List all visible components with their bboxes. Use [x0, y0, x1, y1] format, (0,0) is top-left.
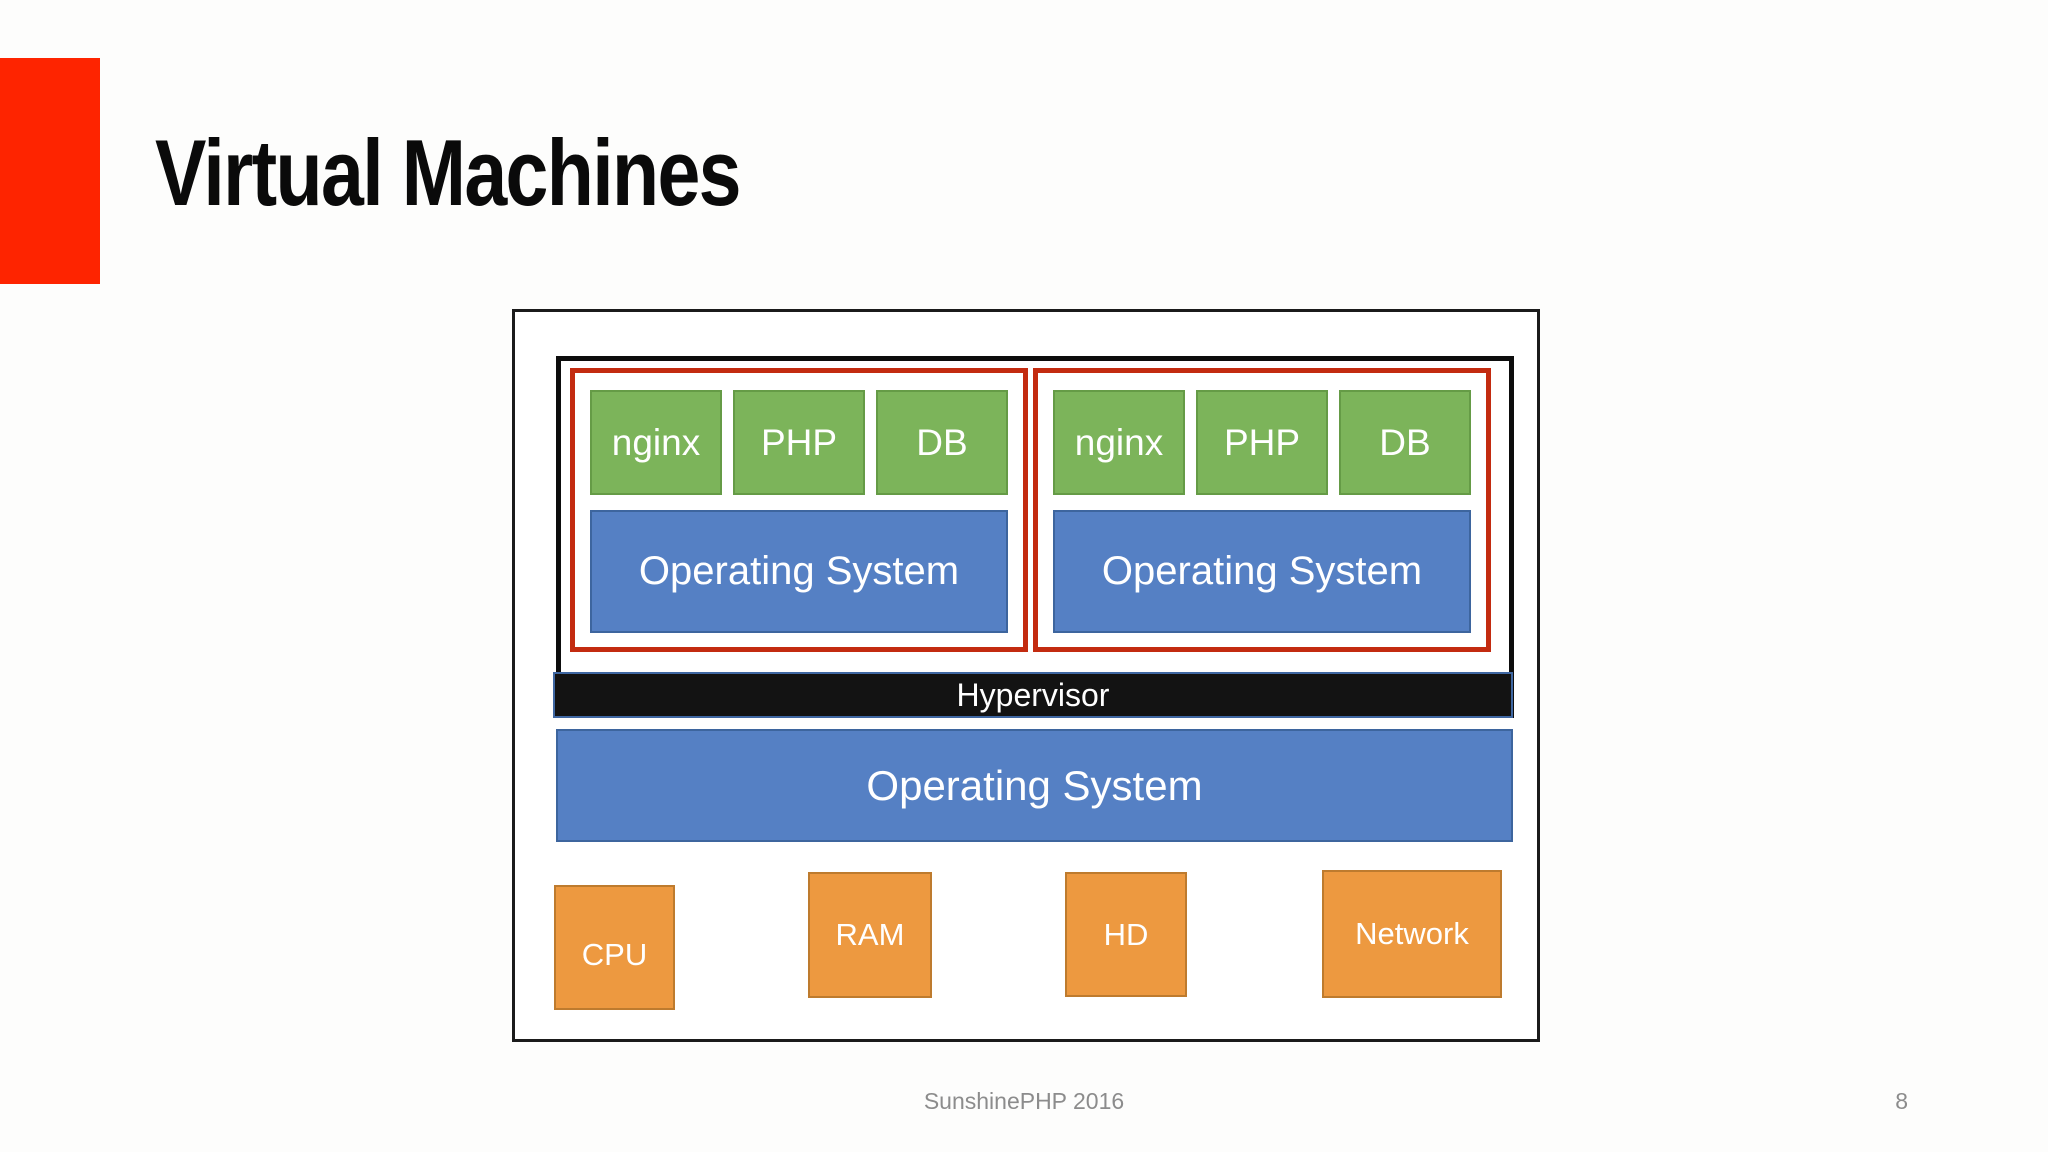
vm2-service-db: DB — [1339, 390, 1471, 495]
vm1-service-db: DB — [876, 390, 1008, 495]
hardware-box-ram: RAM — [808, 872, 932, 998]
vm1-service-php: PHP — [733, 390, 865, 495]
vm-box-1: nginx PHP DB Operating System — [570, 368, 1028, 652]
footer-conference-label: SunshinePHP 2016 — [923, 1088, 1125, 1114]
red-accent-block — [0, 58, 100, 284]
hardware-box-cpu: CPU — [554, 885, 675, 1010]
vm1-guest-os-box: Operating System — [590, 510, 1008, 633]
vm-box-2: nginx PHP DB Operating System — [1033, 368, 1491, 652]
vm2-service-php: PHP — [1196, 390, 1328, 495]
slide-title: Virtual Machines — [155, 120, 742, 225]
vm2-service-nginx: nginx — [1053, 390, 1185, 495]
hardware-box-network: Network — [1322, 870, 1502, 998]
page-number: 8 — [1895, 1088, 1908, 1114]
host-os-bar: Operating System — [556, 729, 1513, 842]
vm1-service-row: nginx PHP DB — [590, 390, 1008, 495]
vm1-service-nginx: nginx — [590, 390, 722, 495]
vm2-guest-os-box: Operating System — [1053, 510, 1471, 633]
hardware-box-hd: HD — [1065, 872, 1187, 997]
hypervisor-bar: Hypervisor — [553, 672, 1513, 718]
vm2-service-row: nginx PHP DB — [1053, 390, 1471, 495]
